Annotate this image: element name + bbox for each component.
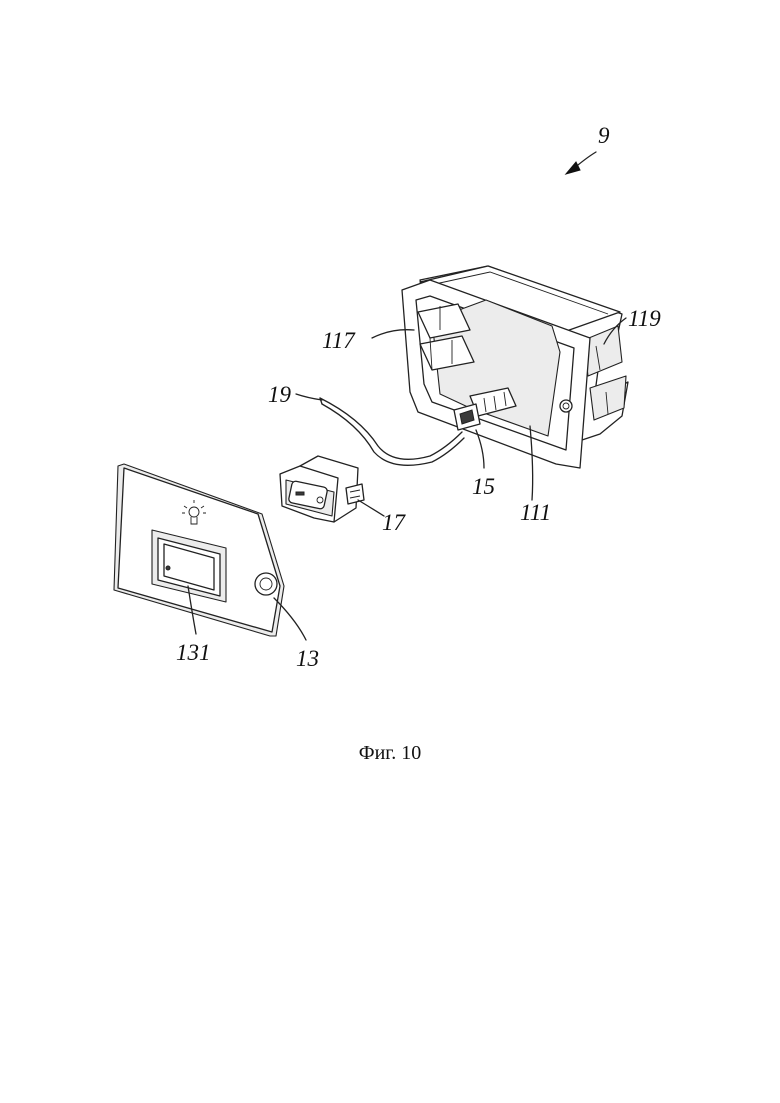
label-housing: 111 xyxy=(520,500,551,525)
label-panel-window: 131 xyxy=(176,640,211,665)
switch-drawing xyxy=(280,456,364,522)
label-switch: 17 xyxy=(382,510,407,535)
assembly-reference: 9 xyxy=(566,123,610,174)
label-cable: 19 xyxy=(268,382,292,407)
label-panel: 13 xyxy=(296,646,319,671)
panel-drawing xyxy=(114,464,284,636)
label-housing-side: 119 xyxy=(628,306,661,331)
label-connector: 15 xyxy=(472,474,495,499)
label-frame: 117 xyxy=(322,328,356,353)
label-assembly: 9 xyxy=(598,123,610,148)
figure-caption: Фиг. 10 xyxy=(359,742,421,764)
housing-drawing xyxy=(402,266,628,468)
